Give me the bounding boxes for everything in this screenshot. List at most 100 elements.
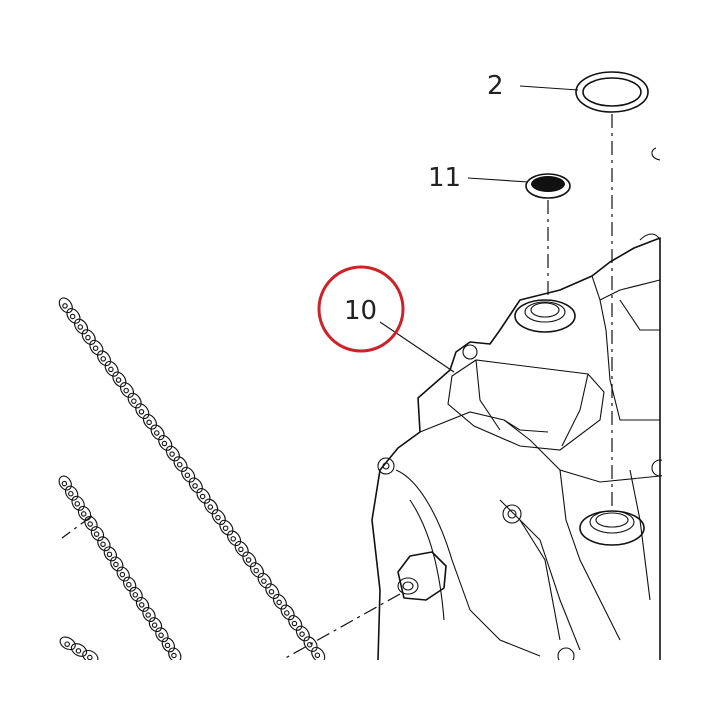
chain-pin: [215, 514, 221, 521]
o-ring-seal: [575, 71, 649, 113]
chain-link: [234, 540, 249, 557]
chain-pin: [64, 641, 70, 647]
chain-link: [122, 576, 137, 592]
chain-pin: [113, 561, 119, 568]
chain-pin: [199, 493, 206, 500]
chain-link: [242, 551, 257, 568]
chain-link: [148, 617, 163, 633]
chain-pin: [171, 652, 177, 659]
chain-link: [59, 636, 76, 651]
chain-pin: [62, 303, 68, 309]
chain-link: [74, 318, 89, 335]
chain-pin: [93, 531, 100, 537]
chain-pin: [126, 581, 132, 588]
chain-link: [97, 350, 112, 367]
chain-pin: [146, 419, 152, 426]
chain-link: [204, 498, 219, 515]
chain-pin: [100, 356, 106, 362]
chain-link: [272, 593, 287, 610]
chain-pin: [151, 622, 158, 628]
highlight-circle: [317, 265, 405, 353]
chain-pin: [184, 472, 191, 479]
chain-pin: [176, 461, 183, 468]
chain-link: [303, 636, 318, 652]
chain-pin: [138, 602, 145, 608]
chain-pin: [75, 648, 82, 654]
chain-link: [150, 424, 165, 441]
chain-pin: [115, 377, 122, 383]
chain-link: [161, 637, 176, 653]
chain-link: [155, 627, 169, 643]
chain-pin: [306, 641, 313, 648]
sealing-plug: [525, 173, 571, 199]
cylinder-head-cover: [371, 147, 669, 665]
chain-link: [58, 297, 73, 314]
chain-link: [129, 586, 143, 602]
chain-pin: [268, 589, 275, 595]
chain-link: [211, 509, 226, 525]
chain-pin: [145, 612, 151, 618]
chain-link: [64, 485, 79, 501]
chain-link: [142, 413, 157, 430]
chain-pin: [299, 631, 305, 637]
chain-pin: [154, 430, 160, 436]
chain-link: [104, 360, 119, 377]
chain-pin: [108, 366, 114, 373]
chain-link: [81, 329, 96, 345]
chain-link: [116, 566, 130, 582]
chain-link: [181, 466, 196, 483]
chain-pin: [261, 578, 267, 584]
chain-strand-outer: [58, 297, 326, 663]
chain-link: [89, 339, 104, 356]
chain-pin: [74, 501, 81, 507]
chain-pin: [87, 521, 93, 527]
chain-link: [103, 546, 118, 562]
callout-10: 10: [344, 296, 377, 326]
chain-pin: [207, 504, 214, 510]
chain-link: [97, 536, 111, 552]
chain-pin: [314, 652, 321, 659]
chain-link: [158, 435, 173, 451]
chain-link: [173, 456, 188, 472]
chain-pin: [106, 551, 113, 558]
callout-2: 2: [487, 71, 504, 101]
chain-link: [135, 403, 150, 420]
chain-pin: [100, 541, 106, 548]
chain-link: [71, 495, 85, 511]
timing-chain: [58, 297, 326, 664]
chain-link: [196, 488, 211, 504]
chain-link: [280, 604, 295, 621]
chain-strand-corner: [59, 636, 99, 664]
chain-link: [188, 477, 203, 494]
assembly-lines: [61, 114, 613, 661]
chain-pin: [138, 409, 145, 415]
chain-pin: [169, 451, 175, 457]
chain-pin: [161, 440, 168, 447]
chain-link: [288, 615, 303, 631]
chain-pin: [245, 557, 252, 563]
chain-link: [127, 392, 142, 409]
chain-pin: [77, 324, 84, 330]
chain-pin: [291, 620, 298, 627]
chain-link: [135, 596, 150, 612]
chain-pin: [87, 654, 93, 661]
chain-pin: [222, 525, 229, 531]
chain-link: [66, 308, 81, 324]
chain-pin: [85, 334, 91, 341]
chain-link: [58, 475, 72, 491]
chain-pin: [253, 567, 259, 574]
chain-link: [77, 505, 92, 521]
chain-pin: [131, 398, 137, 404]
chain-link: [70, 643, 88, 657]
chain-link: [142, 607, 156, 622]
chain-pin: [164, 642, 171, 649]
chain-link: [84, 516, 98, 531]
chain-link: [249, 562, 265, 578]
chain-pin: [69, 313, 76, 320]
chain-pin: [132, 592, 139, 598]
chain-link: [265, 583, 280, 600]
chain-strand-inner: [58, 475, 182, 663]
chain-link: [90, 526, 105, 542]
chain-pin: [80, 511, 87, 517]
chain-link: [112, 371, 127, 388]
